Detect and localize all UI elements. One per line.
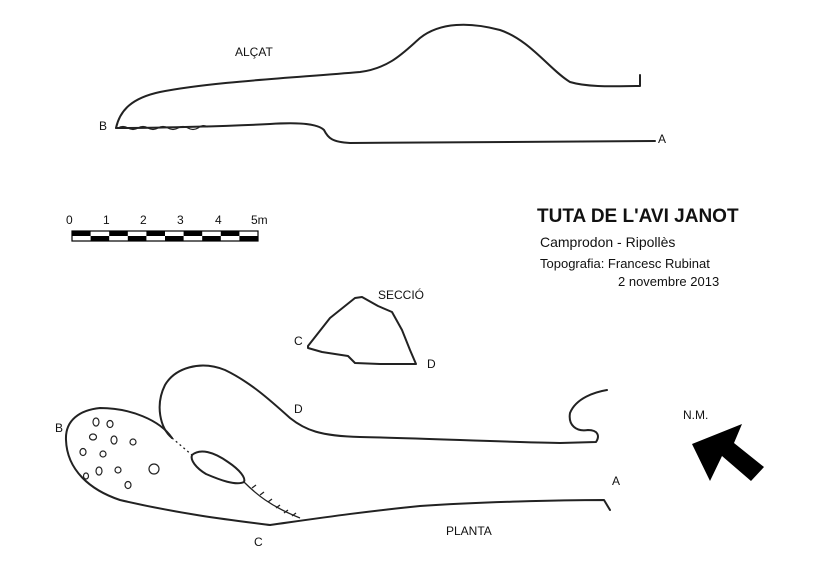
- location-text: Camprodon - Ripollès: [540, 234, 675, 250]
- plan-dotted-gap: [171, 437, 193, 456]
- plan-point-d: D: [294, 402, 303, 416]
- plan-rock-debris: [79, 417, 160, 490]
- section-point-d: D: [427, 357, 436, 371]
- plan-point-c: C: [254, 535, 263, 549]
- elevation-ceiling-line: [115, 23, 641, 129]
- north-label: N.M.: [683, 408, 708, 422]
- scale-bar: 0 1 2 3 4 5m: [66, 213, 268, 242]
- cross-section: SECCIÓ C D: [294, 287, 436, 371]
- plan-pillar: [190, 450, 246, 485]
- elevation-floor-line: [115, 122, 656, 144]
- scale-tick-1: 1: [103, 213, 110, 227]
- plan-view: B D A C PLANTA: [55, 364, 620, 549]
- survey-date: 2 novembre 2013: [618, 274, 719, 289]
- plan-label: PLANTA: [446, 524, 492, 538]
- north-indicator: N.M.: [683, 408, 764, 481]
- elevation-profile: ALÇAT B A: [99, 23, 666, 146]
- plan-point-b: B: [55, 421, 63, 435]
- elevation-point-a: A: [658, 132, 666, 146]
- plan-slope-ticks: [251, 484, 297, 517]
- section-point-c: C: [294, 334, 303, 348]
- plan-slope-line: [243, 481, 301, 519]
- scale-tick-2: 2: [140, 213, 147, 227]
- plan-chamber-wall: [64, 407, 271, 526]
- plan-upper-wall: [158, 364, 608, 444]
- elevation-debris-hatch: [117, 125, 209, 131]
- scale-tick-4: 4: [215, 213, 222, 227]
- title-block: TUTA DE L'AVI JANOT Camprodon - Ripollès…: [537, 206, 739, 289]
- scale-tick-3: 3: [177, 213, 184, 227]
- section-outline: [307, 296, 417, 365]
- section-label: SECCIÓ: [378, 287, 424, 302]
- surveyor-text: Topografia: Francesc Rubinat: [540, 256, 710, 271]
- scale-tick-5m: 5m: [251, 213, 268, 227]
- north-arrow-icon: [692, 424, 764, 481]
- elevation-point-b: B: [99, 119, 107, 133]
- elevation-label: ALÇAT: [235, 45, 273, 59]
- scale-tick-0: 0: [66, 213, 73, 227]
- cave-title: TUTA DE L'AVI JANOT: [537, 206, 739, 227]
- plan-point-a: A: [612, 474, 620, 488]
- plan-lower-wall: [269, 499, 611, 526]
